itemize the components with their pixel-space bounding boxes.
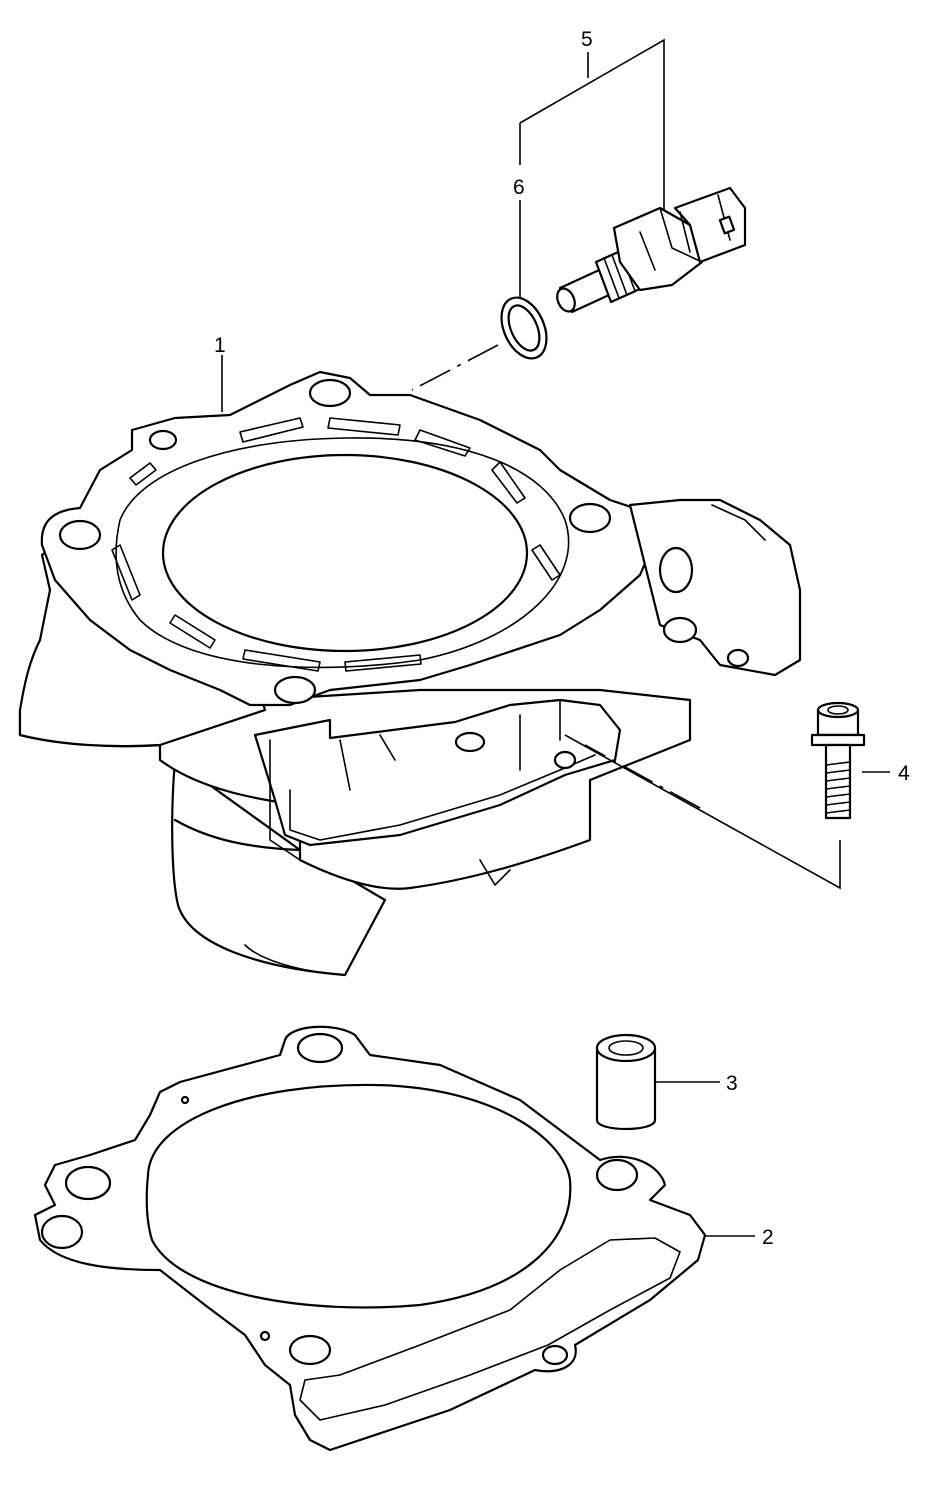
gasket-part (33, 1025, 707, 1452)
callout-4: 4 (898, 762, 910, 785)
callout-6: 6 (513, 176, 525, 199)
dowel-part (595, 1033, 657, 1131)
leader-lines (221, 38, 890, 1237)
cylinder-part (18, 370, 802, 977)
sensor-part (500, 186, 747, 360)
sensor-axis-line (411, 344, 499, 391)
callout-2: 2 (762, 1226, 774, 1249)
callout-labels: 1 2 3 4 5 6 (214, 28, 910, 1249)
callout-5: 5 (581, 28, 593, 51)
callout-3: 3 (726, 1072, 738, 1095)
leader-5 (519, 38, 665, 210)
callout-1: 1 (214, 334, 226, 357)
bolt-part (810, 701, 866, 820)
